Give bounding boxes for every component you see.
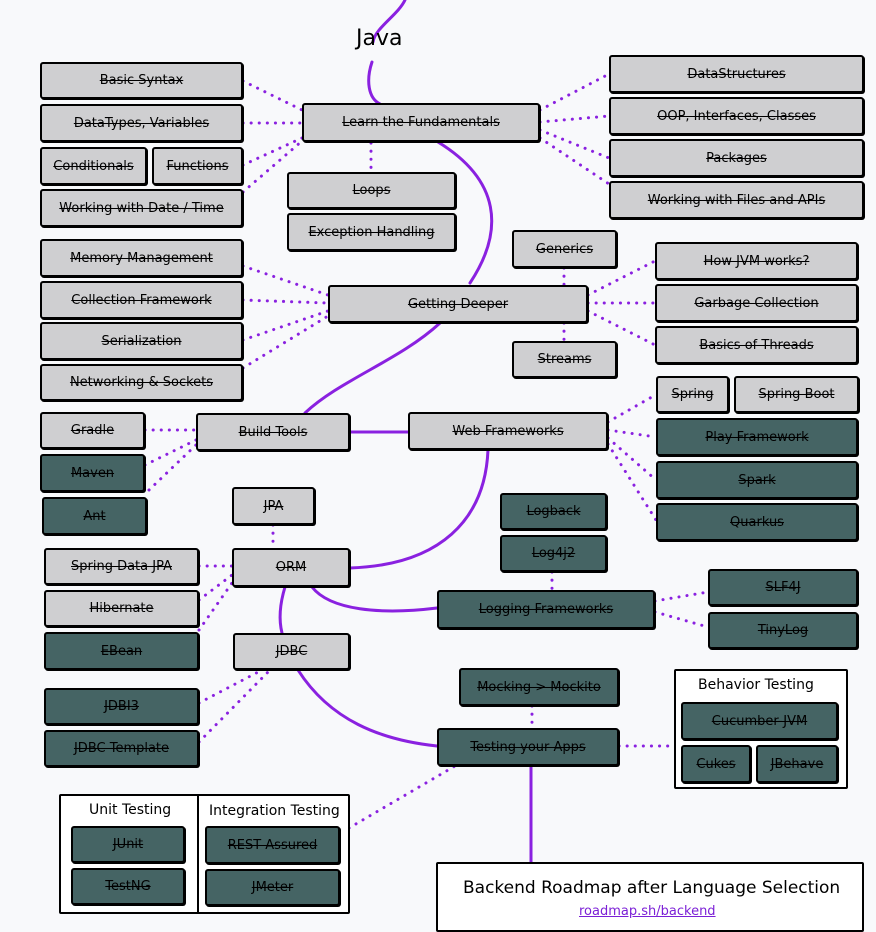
node-memory-management[interactable]: Memory Management	[40, 239, 243, 277]
node-maven[interactable]: Maven	[40, 454, 145, 492]
path-deeper-build	[303, 321, 442, 415]
node-getting-deeper[interactable]: Getting Deeper	[328, 285, 588, 323]
solid-paths	[278, 0, 533, 864]
node-log4j2[interactable]: Log4j2	[500, 535, 607, 572]
path-fundamentals-deeper	[436, 140, 494, 285]
node-oop[interactable]: OOP, Interfaces, Classes	[609, 97, 864, 135]
label-behavior-testing: Behavior Testing	[698, 677, 814, 693]
node-cukes[interactable]: Cukes	[681, 745, 751, 783]
footer-link[interactable]: roadmap.sh/backend	[579, 904, 716, 919]
node-tinylog[interactable]: TinyLog	[708, 612, 858, 649]
node-logging-frameworks[interactable]: Logging Frameworks	[437, 590, 655, 629]
node-jdbi3[interactable]: JDBI3	[44, 688, 199, 725]
node-basic-syntax[interactable]: Basic Syntax	[40, 62, 243, 99]
node-learn-fundamentals[interactable]: Learn the Fundamentals	[302, 103, 540, 142]
node-conditionals[interactable]: Conditionals	[40, 147, 147, 185]
page-title: Java	[356, 26, 403, 51]
node-spring-data-jpa[interactable]: Spring Data JPA	[44, 548, 199, 585]
path-orm-logging	[310, 585, 439, 613]
node-jpa[interactable]: JPA	[232, 487, 315, 525]
node-datastructures[interactable]: DataStructures	[609, 55, 864, 93]
node-jbehave[interactable]: JBehave	[756, 745, 838, 783]
group-divider	[197, 795, 199, 913]
node-how-jvm-works[interactable]: How JVM works?	[655, 242, 858, 280]
node-serialization[interactable]: Serialization	[40, 322, 243, 360]
label-unit-testing: Unit Testing	[89, 802, 172, 818]
node-orm[interactable]: ORM	[232, 548, 350, 587]
node-jmeter[interactable]: JMeter	[205, 869, 340, 906]
node-cucumber-jvm[interactable]: Cucumber-JVM	[681, 702, 838, 740]
node-collection-framework[interactable]: Collection Framework	[40, 281, 243, 319]
label-integration-testing: Integration Testing	[209, 803, 340, 819]
node-streams[interactable]: Streams	[512, 341, 617, 378]
node-loops[interactable]: Loops	[287, 172, 456, 209]
node-quarkus[interactable]: Quarkus	[656, 503, 858, 541]
node-date-time[interactable]: Working with Date / Time	[40, 189, 243, 227]
node-files-apis[interactable]: Working with Files and APIs	[609, 181, 864, 219]
path-java-fundamentals	[367, 0, 407, 106]
node-jdbc-template[interactable]: JDBC Template	[44, 730, 199, 767]
node-packages[interactable]: Packages	[609, 139, 864, 177]
node-spark[interactable]: Spark	[656, 461, 858, 499]
footer-title: Backend Roadmap after Language Selection	[463, 878, 841, 898]
node-basics-of-threads[interactable]: Basics of Threads	[655, 326, 858, 364]
node-functions[interactable]: Functions	[152, 147, 243, 185]
path-orm-jdbc	[278, 585, 287, 635]
node-spring[interactable]: Spring	[656, 376, 729, 413]
node-rest-assured[interactable]: REST Assured	[205, 826, 340, 864]
node-ebean[interactable]: EBean	[44, 632, 199, 670]
node-gradle[interactable]: Gradle	[40, 412, 145, 449]
node-mocking-mockito[interactable]: Mocking > Mockito	[459, 668, 619, 706]
node-jdbc[interactable]: JDBC	[233, 633, 350, 670]
node-logback[interactable]: Logback	[500, 493, 607, 530]
node-testng[interactable]: TestNG	[71, 868, 185, 905]
node-spring-boot[interactable]: Spring Boot	[734, 376, 859, 413]
node-play-framework[interactable]: Play Framework	[656, 418, 858, 456]
node-exception-handling[interactable]: Exception Handling	[287, 213, 456, 251]
node-generics[interactable]: Generics	[512, 230, 617, 268]
node-garbage-collection[interactable]: Garbage Collection	[655, 284, 858, 322]
node-web-frameworks[interactable]: Web Frameworks	[408, 412, 608, 450]
dotted-links	[143, 72, 710, 830]
node-networking-sockets[interactable]: Networking & Sockets	[40, 364, 243, 401]
node-datatypes-variables[interactable]: DataTypes, Variables	[40, 104, 243, 142]
node-ant[interactable]: Ant	[42, 497, 147, 535]
node-build-tools[interactable]: Build Tools	[196, 413, 350, 451]
node-testing-your-apps[interactable]: Testing your Apps	[437, 728, 619, 766]
path-jdbc-testing	[296, 668, 439, 748]
node-hibernate[interactable]: Hibernate	[44, 590, 199, 627]
path-web-orm	[348, 448, 490, 570]
node-junit[interactable]: JUnit	[71, 826, 185, 863]
node-slf4j[interactable]: SLF4J	[708, 569, 858, 606]
